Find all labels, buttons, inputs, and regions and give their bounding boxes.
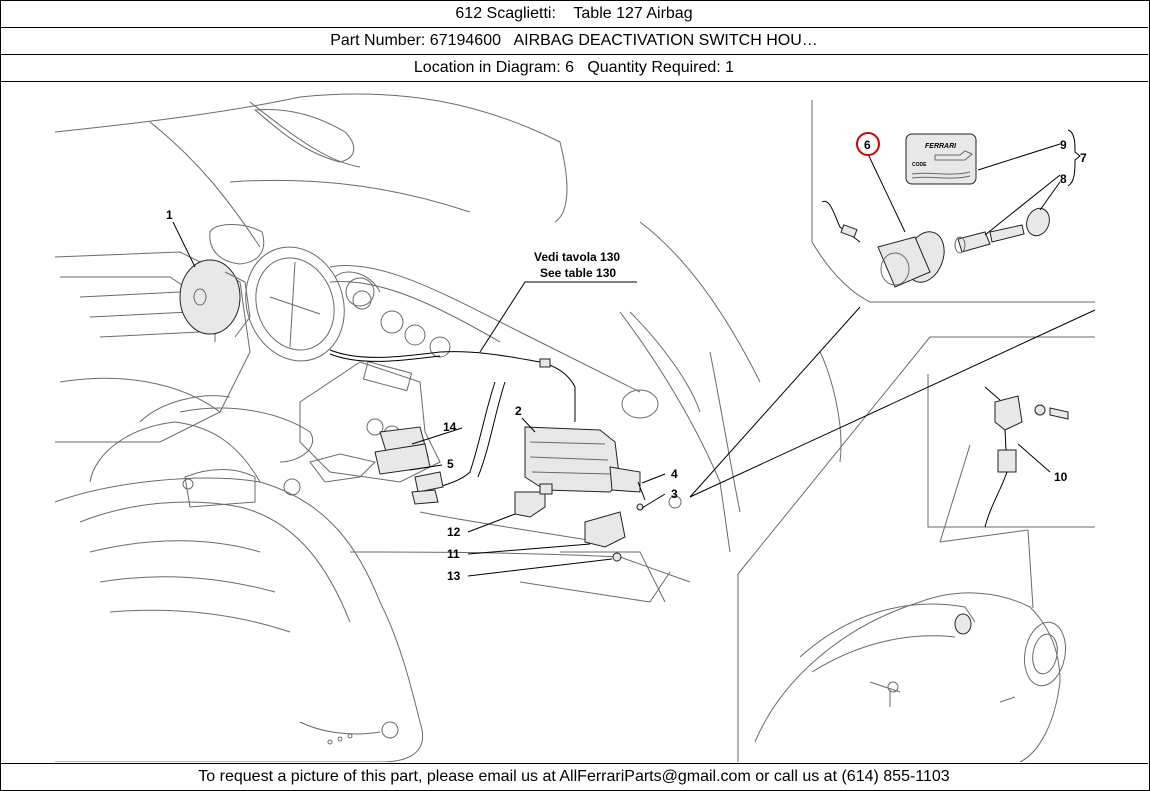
switch-inset: FERRARI CODE	[811, 100, 1095, 303]
key-card-label: CODE	[912, 162, 927, 168]
callout-7[interactable]: 7	[1080, 151, 1087, 165]
callout-8[interactable]: 8	[1060, 172, 1067, 186]
callout-2[interactable]: 2	[515, 404, 522, 418]
contact-footer: To request a picture of this part, pleas…	[0, 763, 1148, 790]
callout-13[interactable]: 13	[447, 569, 461, 583]
interior-line-art	[54, 93, 842, 763]
callout-leaders	[172, 221, 1096, 577]
callout-5[interactable]: 5	[447, 457, 454, 471]
exploded-view-drawing: FERRARI CODE	[54, 93, 1096, 763]
callout-1[interactable]: 1	[166, 208, 173, 222]
car-inset	[737, 336, 1095, 763]
callout-labels: 1 2 3 4 5 6 7 8 9 10 11 12 13 14 Vedi ta…	[166, 132, 1087, 583]
parts-diagram: FERRARI CODE	[0, 82, 1148, 763]
callout-11[interactable]: 11	[447, 547, 460, 561]
part-number-line: Part Number: 67194600 AIRBAG DEACTIVATIO…	[0, 28, 1148, 55]
callout-6[interactable]: 6	[864, 138, 871, 152]
callout-3[interactable]: 3	[671, 487, 678, 501]
page-title: 612 Scaglietti: Table 127 Airbag	[0, 0, 1148, 28]
callout-10[interactable]: 10	[1054, 470, 1068, 484]
reference-label-english[interactable]: See table 130	[540, 266, 616, 280]
callout-12[interactable]: 12	[447, 525, 461, 539]
selected-part-highlight	[856, 132, 880, 156]
callout-14[interactable]: 14	[443, 420, 457, 434]
callout-4[interactable]: 4	[671, 467, 678, 481]
airbag-components	[329, 349, 646, 562]
key-card-brand: FERRARI	[925, 143, 957, 150]
location-line: Location in Diagram: 6 Quantity Required…	[0, 55, 1148, 82]
callout-9[interactable]: 9	[1060, 138, 1067, 152]
reference-label-italian[interactable]: Vedi tavola 130	[534, 250, 620, 264]
